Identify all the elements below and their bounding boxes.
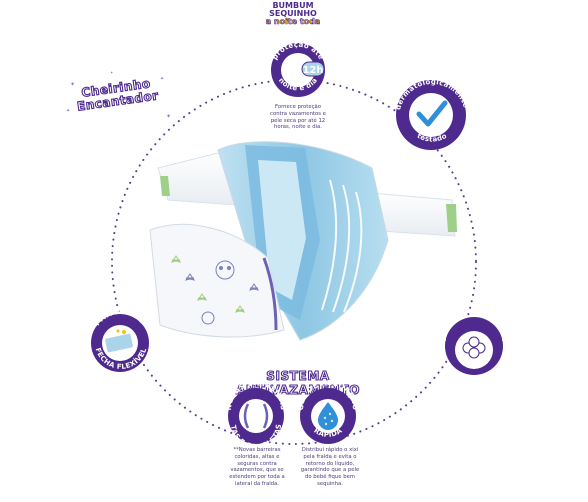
tape-icon	[105, 333, 133, 353]
caption-line: garantindo que a pele	[300, 467, 360, 474]
droplet-icon	[318, 402, 338, 430]
barrier-icon	[243, 403, 269, 429]
checkmark-icon	[416, 100, 448, 127]
header-slogan: BUMBUM SEQUINHO a noite toda	[258, 2, 328, 26]
slogan-line-3: a noite toda	[265, 17, 321, 26]
svg-text:✦: ✦	[66, 108, 70, 114]
caption-line: Fornece proteção	[274, 104, 322, 110]
caption-line: do bebê fique bem	[305, 474, 355, 481]
caption-line: lateral da fralda.	[235, 480, 279, 487]
svg-text:✦: ✦	[160, 76, 164, 82]
svg-text:✦: ✦	[110, 70, 114, 75]
caption-line: sequinha.	[317, 480, 343, 487]
protection-hours-value: 12h	[302, 65, 323, 76]
slogan-line-1: BUMBUM	[272, 1, 314, 10]
gel-caption: Distribui rápido o xixi pela fralda e ev…	[294, 447, 366, 488]
caption-line: contra vazamentos e	[270, 110, 326, 117]
caption-line: vazamentos, que se	[230, 467, 284, 474]
slogan-line-2: SEQUINHO	[269, 9, 317, 18]
svg-text:✦: ✦	[70, 81, 75, 88]
cotton-icon	[462, 336, 486, 359]
caption-line: coloridas, altas e	[234, 453, 280, 460]
caption-line: Distribui rápido o xixi	[301, 447, 359, 453]
caption-line: pele seca por até 12	[270, 117, 326, 124]
svg-text:testado: testado	[416, 132, 449, 144]
caption-line: pela fralda e evita o	[303, 453, 357, 460]
caption-line: seguras contra	[237, 460, 277, 467]
caption-line: **Novas barreiras	[233, 447, 281, 453]
caption-line: estendem por toda a	[229, 474, 285, 481]
protection-caption: Fornece proteção contra vazamentos e pel…	[262, 104, 334, 131]
svg-text:✦: ✦	[166, 113, 171, 120]
svg-text:RÁPIDA: RÁPIDA	[312, 426, 344, 439]
barrier-caption: **Novas barreiras coloridas, altas e seg…	[223, 447, 291, 488]
caption-line: retorno do líquido,	[305, 460, 355, 467]
gel-arc-bottom: RÁPIDA	[312, 426, 343, 439]
derm-arc-bottom: testado	[416, 132, 448, 144]
caption-line: horas, noite e dia.	[274, 124, 322, 131]
